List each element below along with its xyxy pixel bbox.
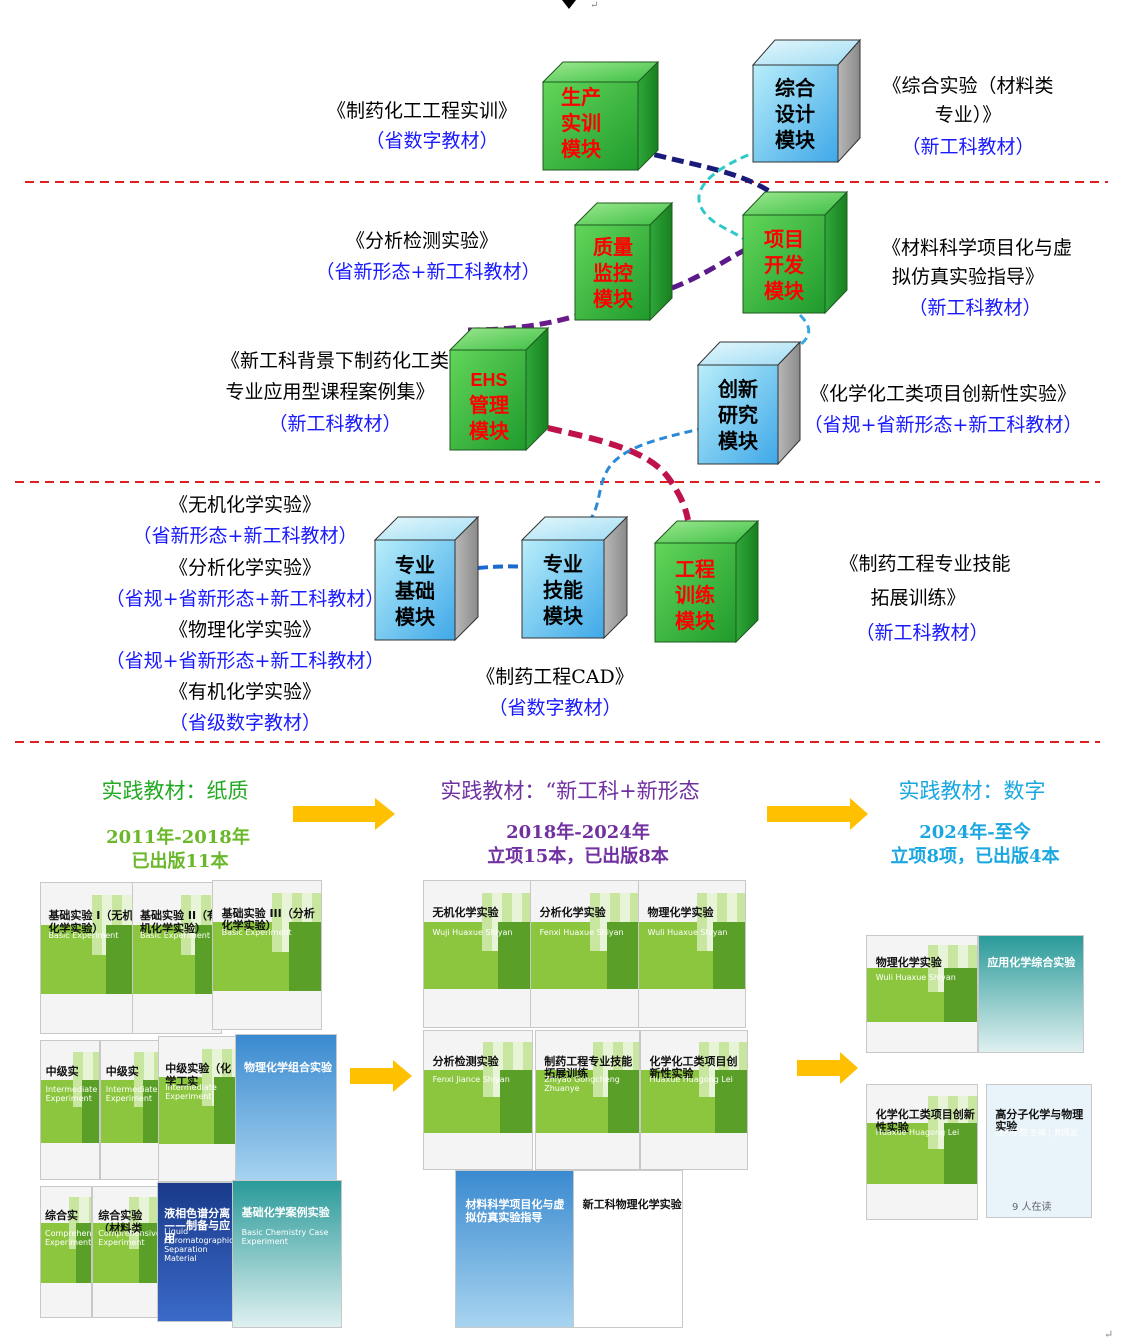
label-inorganic-title: 《无机化学实验》 (169, 494, 321, 516)
label-analytical-title: 《分析化学实验》 (169, 557, 321, 579)
cube-label-line: 管理 (469, 393, 509, 417)
cube-innovation: 创新 研究 模块 (696, 340, 802, 466)
cube-label-line: 模块 (543, 604, 584, 628)
arrow-stage2-to-3 (767, 798, 868, 830)
cube-label-line: 模块 (718, 429, 759, 453)
stage-1-count: 已出版11本 (131, 850, 228, 872)
label-skill-ext-title1: 《制药工程专业技能 (839, 553, 1010, 575)
connector-comprehensive-project (697, 133, 811, 256)
cube-label-line: 创新 (717, 377, 758, 401)
stage-3-years: 2024年-至今 (919, 821, 1032, 843)
label-cad-title: 《制药工程CAD》 (476, 666, 634, 688)
label-physical-title: 《物理化学实验》 (169, 619, 321, 641)
cube-ehs: EHS 管理 模块 (448, 326, 550, 452)
cube-project: 项目 开发 模块 (741, 190, 849, 315)
label-new-eng-cases-title1: 《新工科背景下制药化工类 (221, 350, 449, 372)
cube-quality: 质量 监控 模块 (573, 201, 674, 322)
label-skill-ext-type: （新工科教材） (855, 622, 988, 644)
cube-label-line: 模块 (395, 605, 436, 629)
label-inorganic-type: （省新形态+新工科教材） (133, 525, 358, 547)
stage-1-years: 2011年-2018年 (106, 826, 250, 848)
cube-label-line: 开发 (764, 253, 805, 277)
cube-label-line: 基础 (395, 580, 435, 603)
label-skill-ext-title2: 拓展训练》 (870, 587, 965, 609)
label-physical-type: （省规+省新形态+新工科教材） (106, 650, 385, 672)
cube-label-line: 生产 (561, 85, 601, 109)
cube-basic: 专业 基础 模块 (373, 515, 480, 642)
return-mark: ↵ (1104, 1328, 1113, 1341)
cube-label-line: 工程 (675, 558, 715, 581)
cube-label-line: 质量 (593, 236, 633, 259)
cube-label-line: 模块 (675, 609, 716, 633)
cube-comprehensive: 综合 设计 模块 (751, 38, 862, 164)
return-mark-top: ↵ (590, 0, 598, 11)
cube-label-line: 模块 (775, 128, 816, 152)
label-pharma-training-type: （省数字教材） (365, 130, 498, 152)
cube-label-line: 专业 (395, 553, 435, 577)
label-organic-title: 《有机化学实验》 (169, 681, 321, 703)
connector-quality-project (671, 247, 747, 291)
cube-label-line: 训练 (675, 583, 715, 607)
cube-label-line: 设计 (775, 103, 815, 126)
stage-1-heading: 实践教材：纸质 (102, 779, 249, 803)
cube-label-line: 模块 (764, 279, 805, 303)
label-new-eng-cases-type: （新工科教材） (268, 413, 401, 435)
label-materials-project-type: （新工科教材） (908, 297, 1041, 319)
cube-label-line: 专业 (543, 552, 583, 576)
stage-2-heading: 实践教材：“新工科+新形态 (440, 779, 699, 803)
label-analysis-detect-type: （省新形态+新工科教材） (316, 261, 541, 283)
label-chem-innovation-title: 《化学化工类项目创新性实验》 (810, 383, 1076, 405)
label-analytical-type: （省规+省新形态+新工科教材） (106, 588, 385, 610)
connector-innovation-skill (588, 426, 706, 521)
cube-label-line: 模块 (593, 287, 634, 311)
cube-label-line: 综合 (775, 76, 816, 100)
label-analysis-detect-title: 《分析检测实验》 (346, 230, 498, 252)
label-comprehensive-title1: 《综合实验（材料类 (882, 75, 1053, 97)
stage-arrows (293, 798, 868, 1092)
cube-label-line: 模块 (469, 419, 510, 443)
label-materials-project-title1: 《材料科学项目化与虚 (882, 237, 1072, 259)
cube-skill: 专业 技能 模块 (520, 515, 629, 640)
cube-production: 生产 实训 模块 (541, 60, 660, 172)
stage-2-years: 2018年-2024年 (506, 821, 650, 843)
stage-2-count: 立项15本，已出版8本 (487, 845, 669, 867)
label-materials-project-title2: 拟仿真实验指导》 (892, 266, 1044, 288)
cube-label-line: EHS (470, 370, 507, 390)
cube-label-line: 监控 (593, 261, 633, 285)
arrow-books2-to-3 (797, 1052, 858, 1084)
label-chem-innovation-type: （省规+省新形态+新工科教材） (804, 414, 1083, 436)
label-new-eng-cases-title2: 专业应用型课程案例集》 (225, 381, 434, 403)
cube-label-line: 研究 (718, 403, 758, 427)
cube-label-line: 实训 (561, 111, 601, 135)
cube-engineering: 工程 训练 模块 (653, 519, 760, 644)
connector-ehs-engineering (547, 425, 691, 521)
label-organic-type: （省级数字教材） (169, 712, 321, 734)
label-comprehensive-type: （新工科教材） (901, 136, 1034, 158)
label-comprehensive-title2: 专业）》 (935, 104, 1002, 126)
stage-3-heading: 实践教材：数字 (899, 779, 1046, 803)
cube-label-line: 模块 (561, 137, 602, 161)
top-arrow-fragment (562, 0, 576, 9)
cube-label-line: 技能 (543, 578, 583, 602)
stage-3-count: 立项8项，已出版4本 (890, 845, 1059, 867)
label-pharma-training-title: 《制药化工工程实训》 (327, 100, 517, 122)
connector-basic-skill (477, 564, 528, 570)
label-cad-type: （省数字教材） (488, 697, 621, 719)
connector-ehs-quality (467, 312, 581, 333)
cube-label-line: 项目 (764, 228, 804, 251)
arrow-stage1-to-2 (293, 798, 395, 830)
connector-production-project (636, 147, 777, 198)
arrow-books1-to-2 (350, 1060, 412, 1092)
